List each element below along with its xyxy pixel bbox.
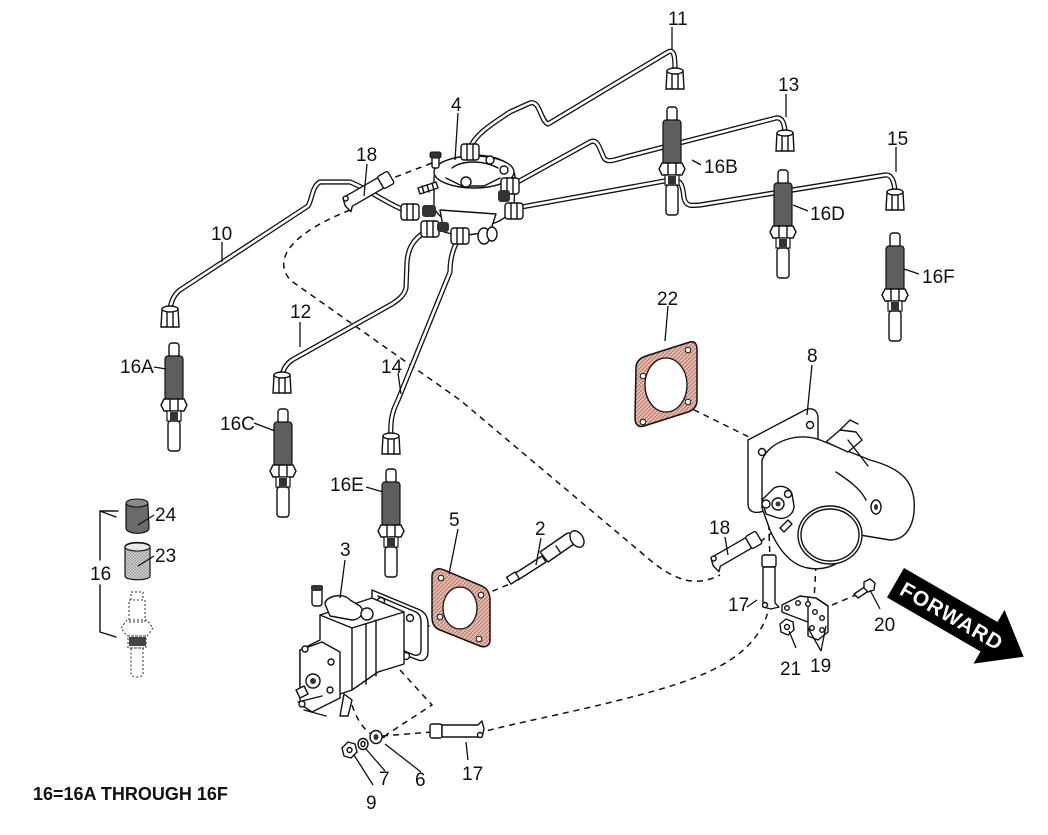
- callout-16B: 16B: [704, 157, 738, 178]
- fuel-lines: [167, 48, 898, 443]
- callout-16A: 16A: [120, 357, 154, 378]
- nozzle-detail: [99, 498, 154, 678]
- fuel-line-10: [167, 179, 411, 315]
- callout-2: 2: [535, 519, 546, 540]
- callout-18-manifold: 18: [709, 518, 730, 539]
- pump-gasket-5: [431, 568, 491, 648]
- callout-17-manifold: 17: [728, 595, 749, 616]
- callout-4: 4: [451, 95, 462, 116]
- nut-21: [779, 618, 795, 636]
- cap-24: [125, 498, 150, 534]
- distributor-port-12: [420, 220, 440, 238]
- callout-16E: 16E: [330, 475, 364, 496]
- callout-5: 5: [449, 510, 460, 531]
- callout-14: 14: [381, 357, 403, 378]
- callout-16D: 16D: [810, 204, 845, 225]
- filter-screen-23: [124, 541, 151, 581]
- phantom-nozzle: [120, 591, 154, 678]
- flare-nut-14: [381, 432, 401, 455]
- leader-lines: [137, 27, 920, 786]
- callout-10: 10: [211, 224, 232, 245]
- flare-nut-15: [885, 188, 905, 211]
- drive-shaft-2: [505, 530, 585, 585]
- distributor-port-11: [460, 143, 480, 161]
- fuel-line-15: [513, 172, 898, 211]
- callout-19: 19: [810, 656, 831, 677]
- callout-12: 12: [290, 302, 311, 323]
- fuel-distributor: [400, 143, 524, 245]
- callout-labels: 11 4 18 13 16B 15 16D 10 12 16A 16F 14 1…: [90, 9, 955, 814]
- nozzle-16C: [269, 408, 297, 518]
- nozzle-range-note: 16=16A THROUGH 16F: [33, 784, 228, 804]
- callout-3: 3: [340, 540, 351, 561]
- bracket-19: [781, 595, 829, 641]
- nut-9: [341, 741, 358, 759]
- nozzle-16A: [160, 342, 188, 452]
- callout-15: 15: [887, 129, 908, 150]
- nozzle-16E: [377, 468, 405, 578]
- manifold-gasket-22: [634, 341, 698, 428]
- distributor-port-14: [450, 227, 470, 245]
- nozzle-16B: [658, 106, 686, 216]
- flare-nut-12: [272, 371, 292, 394]
- return-fitting-18-distributor: [339, 170, 397, 214]
- callout-6: 6: [415, 770, 426, 791]
- supply-fitting-17-pump: [429, 720, 485, 739]
- callout-23: 23: [155, 546, 176, 567]
- fuel-injection-pump: [295, 585, 429, 717]
- callout-16C: 16C: [220, 414, 255, 435]
- flare-nut-10: [160, 305, 180, 328]
- flare-nut-13: [775, 129, 795, 152]
- callout-16: 16: [90, 564, 111, 585]
- supply-fitting-17-manifold: [761, 554, 780, 610]
- callout-18-top: 18: [356, 145, 377, 166]
- flare-nuts: [160, 67, 905, 455]
- callout-8: 8: [807, 346, 818, 367]
- callout-7: 7: [379, 769, 390, 790]
- fuel-line-14: [388, 237, 461, 443]
- hardware-6-7-9: [341, 729, 383, 759]
- fuel-line-12: [279, 229, 428, 383]
- bolt-20: [853, 578, 876, 599]
- callout-9: 9: [366, 793, 377, 814]
- washer-6: [369, 729, 383, 745]
- manifold-adapter-8: [747, 408, 915, 570]
- forward-direction-arrow: FORWARD: [887, 568, 1024, 664]
- distributor-port-10: [400, 203, 420, 221]
- callout-20: 20: [874, 615, 895, 636]
- forward-label: FORWARD: [896, 578, 1007, 655]
- fuel-line-13: [511, 115, 788, 187]
- flare-nut-11: [665, 67, 685, 90]
- fuel-line-11: [467, 48, 678, 151]
- callout-24: 24: [155, 505, 177, 526]
- callout-17-pump: 17: [462, 764, 483, 785]
- callout-22: 22: [657, 289, 678, 310]
- nozzle-16F: [881, 232, 909, 342]
- distributor-port-15: [504, 202, 524, 220]
- lock-washer-7: [357, 737, 369, 751]
- callout-16F: 16F: [922, 267, 955, 288]
- callout-21: 21: [780, 659, 801, 680]
- callout-13: 13: [778, 75, 799, 96]
- nozzle-16D: [769, 169, 797, 279]
- callout-11: 11: [668, 9, 688, 30]
